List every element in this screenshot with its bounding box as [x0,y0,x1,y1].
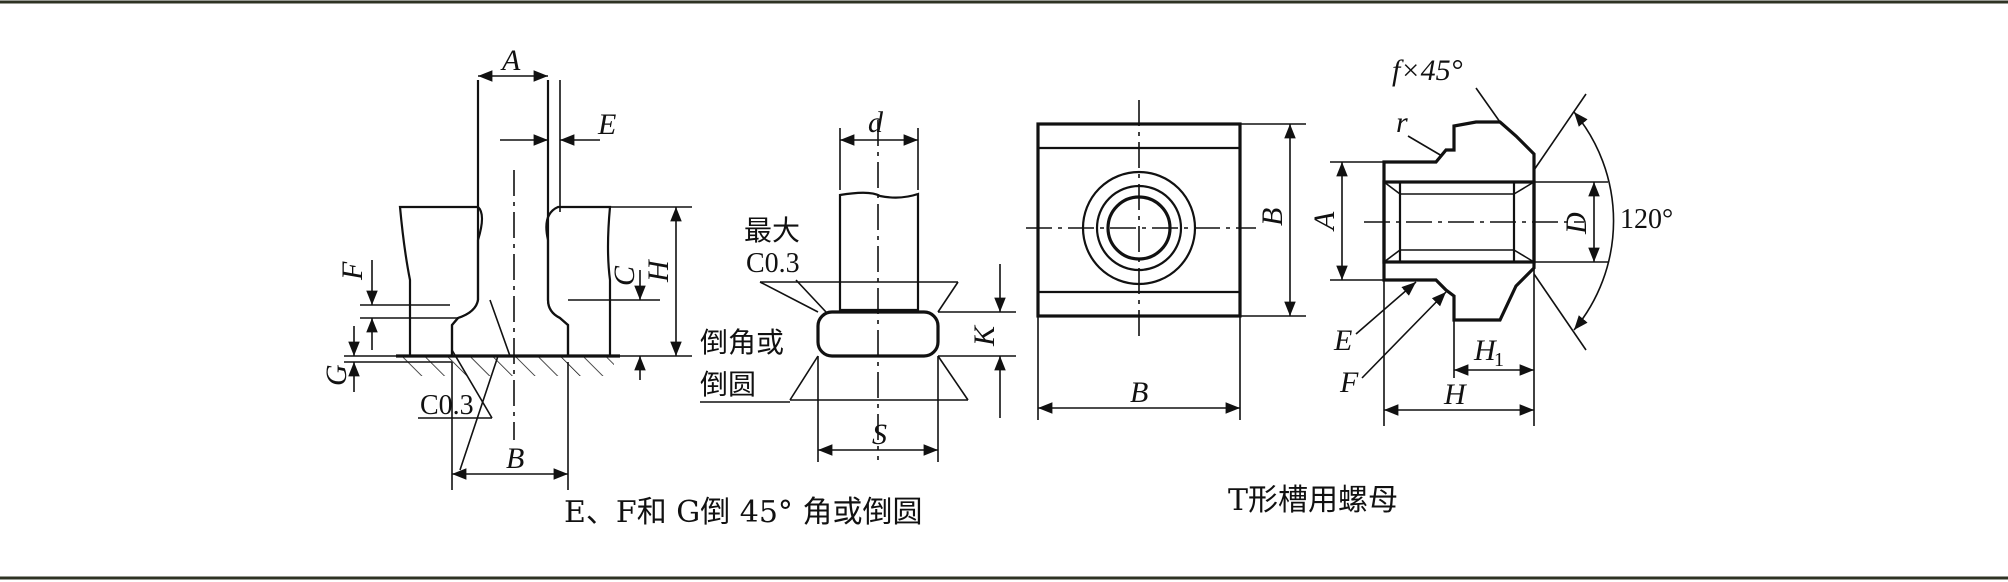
radius-r-label: r [1396,106,1408,139]
dim-f-label: F [336,261,369,281]
dim-h1-label: H [1473,334,1498,367]
dim-d-label: d [868,106,884,139]
max-label: 最大 [744,214,800,247]
dim-a-label: A [500,44,521,77]
nut-section-view: 120° f×45° r A D E F H 1 H [1308,54,1673,426]
dim-b-label: B [506,442,524,475]
dim-d-section-label: D [1560,212,1593,235]
chamfer-or-round-line2: 倒圆 [700,368,756,401]
dim-a-section-label: A [1308,211,1341,232]
nut-top-view: B B [1026,100,1306,420]
dim-s-label: S [872,418,887,451]
dim-k-label: K [968,324,1001,347]
dim-b-right-label: B [1256,208,1289,226]
caption-left: E、F和 G倒 45° 角或倒圆 [564,495,922,530]
caption-right: T形槽用螺母 [1228,483,1398,518]
dim-e-label: E [597,108,616,141]
angle-120-label: 120° [1620,204,1673,235]
dim-f-section-label: F [1339,366,1359,399]
dim-h-section-label: H [1443,378,1468,411]
dim-h1-subscript: 1 [1494,349,1504,371]
dim-g-label: G [320,364,353,386]
chamfer-c03-label: C0.3 [420,390,474,421]
chamfer-f45-label: f×45° [1392,54,1463,87]
right-slot-wall [545,205,612,358]
slot-floor [400,356,614,376]
dim-c-label: C [608,265,641,286]
t-bolt-view: d 最大 C0.3 倒角或 倒圆 K S [700,106,1016,462]
dim-e-section-label: E [1333,324,1352,357]
chamfer-or-round-line1: 倒角或 [700,326,784,359]
left-slot-wall [398,205,484,358]
dim-h-label: H [642,258,675,283]
max-c03-label: C0.3 [746,248,800,279]
dim-b-bottom-label: B [1130,376,1148,409]
t-slot-section-view: A E H C F G C0.3 B [320,44,692,490]
